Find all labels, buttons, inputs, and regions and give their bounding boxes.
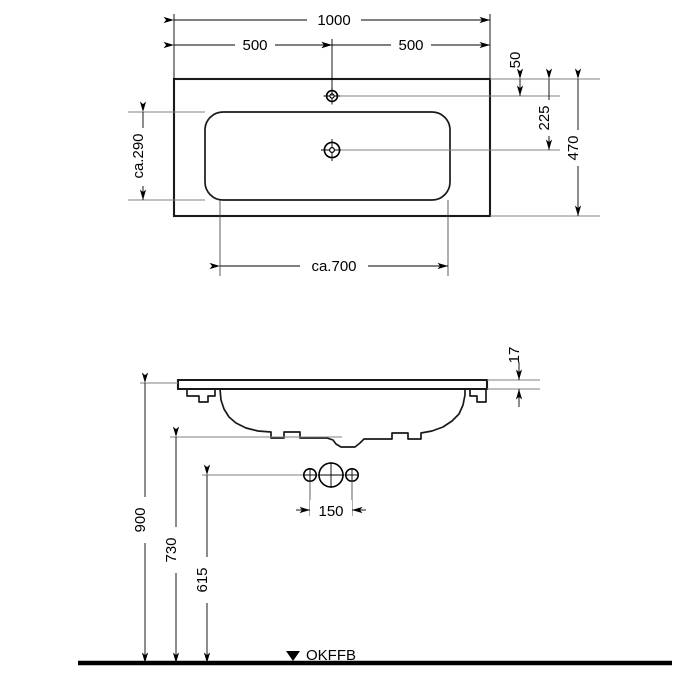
dim-overall-depth-470: 470 [565,68,588,216]
elevation-view-group: 17 150 900 [78,347,672,666]
floor-level-label: OKFFB [306,647,356,664]
dim-label-basin-width: ca.700 [311,258,356,275]
tap-hole-right-elevation [344,467,359,482]
dim-label-rim-thickness: 17 [506,347,523,364]
basin-bowl-outline [204,111,451,201]
basin-rim-slab [176,378,489,391]
dim-edge-to-taphole-50: 50 [507,52,524,96]
dim-label-taphole-to-drain: 225 [536,105,553,130]
basin-underside-profile [186,388,487,448]
dim-basin-depth-ca290: ca.290 [130,101,153,200]
dim-label-height-tapholes: 615 [194,567,211,592]
dim-height-900: 900 [132,372,155,663]
dim-label-half-left: 500 [242,37,267,54]
tap-hole-left-elevation [302,467,317,482]
dim-label-half-right: 500 [398,37,423,54]
dim-half-width-left-500: 500 [163,35,332,54]
dim-height-615: 615 [194,464,217,663]
plan-view-group: 1000 500 500 50 225 [128,10,600,276]
dim-label-taphole-spacing: 150 [318,503,343,520]
drain-hole-elevation [318,462,344,488]
dim-label-basin-depth: ca.290 [130,133,147,178]
dim-half-width-right-500: 500 [321,35,490,54]
dim-rim-thickness-17: 17 [506,347,523,407]
dim-label-overall-depth: 470 [565,135,582,160]
dim-taphole-spacing-150: 150 [296,500,366,520]
dim-height-730: 730 [163,426,186,663]
dim-taphole-to-drain-225: 225 [536,68,559,150]
dim-label-overall-width: 1000 [317,12,350,29]
dim-basin-width-ca700: ca.700 [209,256,448,275]
floor-level-triangle-marker [286,651,300,661]
dim-label-height-basin-bottom: 730 [163,537,180,562]
drain-hole-marker-plan [321,139,343,161]
dim-label-edge-to-taphole: 50 [507,52,524,69]
dim-overall-width-1000: 1000 [163,10,490,29]
dim-label-height-rim: 900 [132,507,149,532]
